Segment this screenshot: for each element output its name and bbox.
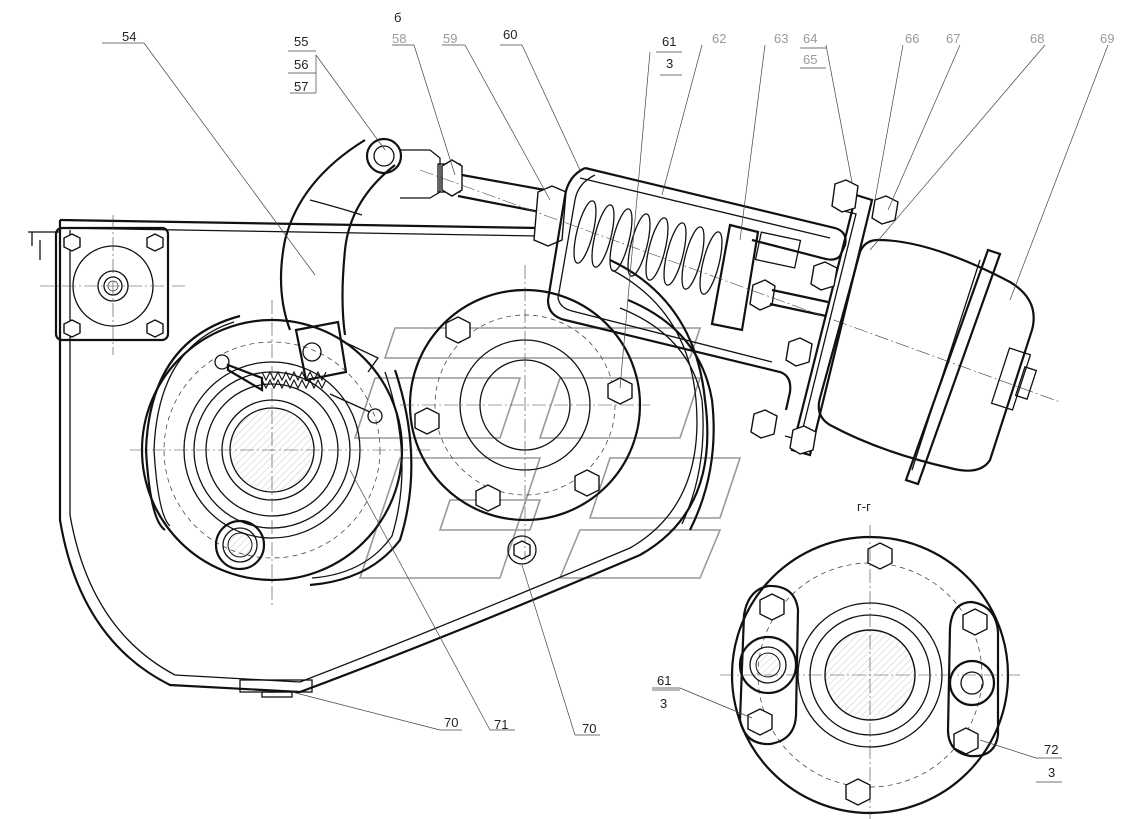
- leader-lines: [102, 42, 1109, 759]
- callout-69: 69: [1100, 31, 1114, 46]
- callout-71: 71: [494, 717, 508, 732]
- callout-59: 59: [443, 31, 457, 46]
- callout-61: 61: [662, 34, 676, 49]
- square-flange: [40, 215, 185, 355]
- callout-56: 56: [294, 57, 308, 72]
- callout-55: 55: [294, 34, 308, 49]
- brake-chamber: [750, 179, 1038, 486]
- callout-63: 63: [774, 31, 788, 46]
- callout-61-section: 61: [657, 673, 671, 688]
- brake-lever: [279, 137, 403, 382]
- callout-labels: б 54 55 56 57 58 59 60 61 3 62 63 64 65 …: [122, 10, 1114, 780]
- callout-65: 65: [803, 52, 817, 67]
- section-title-gg: г-г: [857, 499, 871, 514]
- callout-62: 62: [712, 31, 726, 46]
- callout-57: 57: [294, 79, 308, 94]
- housing: [28, 218, 709, 698]
- callout-64: 64: [803, 31, 817, 46]
- push-rod-spring: [400, 149, 1061, 411]
- callout-58: 58: [392, 31, 406, 46]
- section-mark-b: б: [394, 10, 401, 25]
- callout-68: 68: [1030, 31, 1044, 46]
- callout-61-qty: 3: [666, 56, 673, 71]
- callout-67: 67: [946, 31, 960, 46]
- brake-drum-right: [400, 265, 715, 565]
- callout-66: 66: [905, 31, 919, 46]
- callout-61-section-qty: 3: [660, 696, 667, 711]
- section-gg-view: [720, 525, 1020, 819]
- callout-72: 72: [1044, 742, 1058, 757]
- callout-70-right: 70: [582, 721, 596, 736]
- callout-54: 54: [122, 29, 136, 44]
- brake-drum-left: [130, 300, 430, 605]
- callout-72-qty: 3: [1048, 765, 1055, 780]
- callout-70-left: 70: [444, 715, 458, 730]
- callout-60: 60: [503, 27, 517, 42]
- callout-underlines: [288, 47, 1062, 783]
